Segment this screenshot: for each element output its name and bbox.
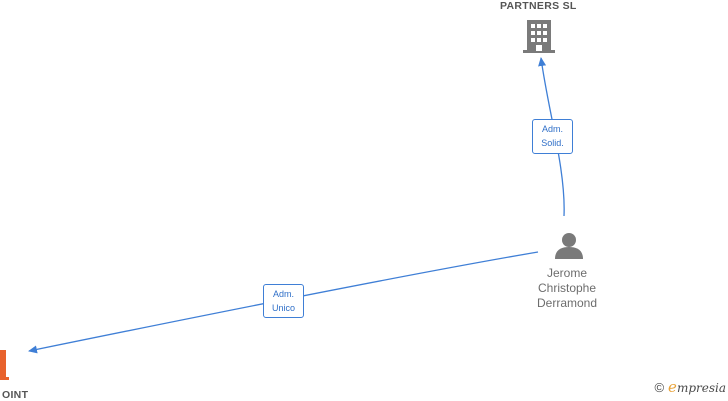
edge-label-line-2: Unico	[271, 303, 295, 313]
bottom-company-label[interactable]: OINT	[2, 389, 29, 401]
edge-label-line-1: Adm.	[272, 289, 294, 299]
empresia-logo: empresia	[668, 378, 726, 396]
building-icon[interactable]	[0, 350, 9, 380]
top-company-label[interactable]: PARTNERS SL	[500, 0, 577, 12]
person-label[interactable]: Jerome Christophe Derramond	[519, 266, 615, 311]
copyright-symbol: ©	[654, 379, 665, 395]
empresia-watermark: © empresia	[654, 378, 726, 396]
person-label-line-1: Jerome	[546, 266, 587, 280]
building-icon[interactable]	[523, 20, 555, 53]
edge-label-adm-unico: Adm. Unico	[263, 284, 304, 318]
edge-label-adm-solid: Adm. Solid.	[532, 119, 573, 154]
edge-label-line-1: Adm.	[541, 124, 563, 134]
person-label-line-3: Derramond	[536, 296, 598, 310]
edge-label-line-2: Solid.	[541, 138, 564, 148]
person-label-line-2: Christophe	[537, 281, 597, 295]
person-icon[interactable]	[555, 233, 583, 259]
